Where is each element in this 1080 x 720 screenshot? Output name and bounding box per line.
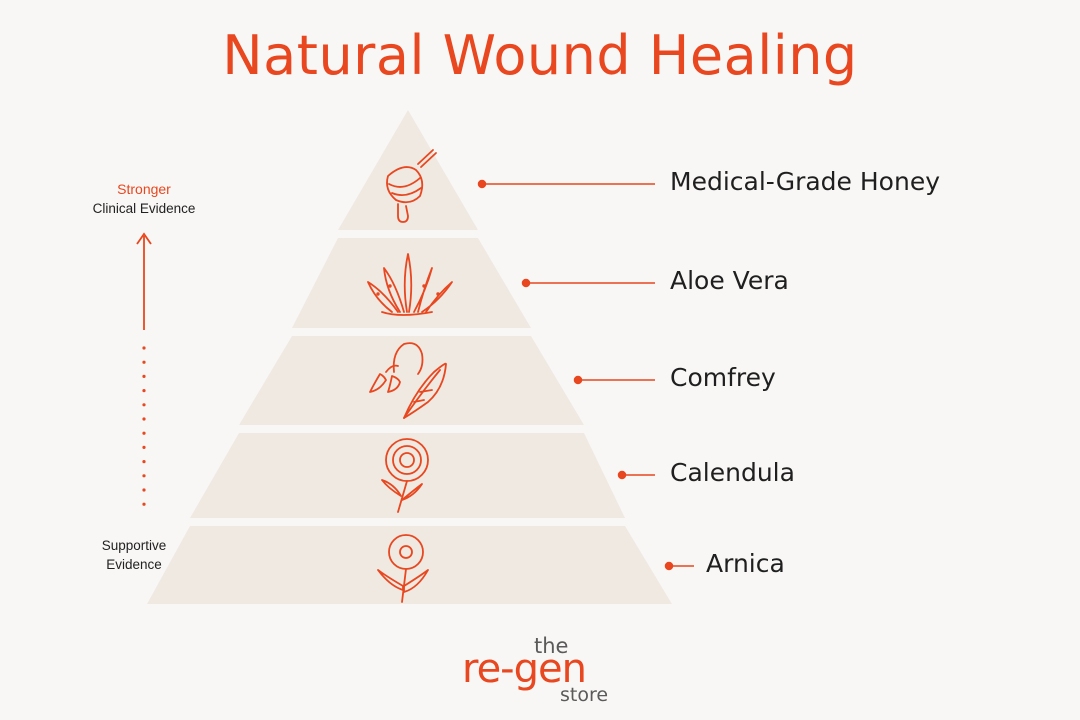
tier-label-5: Arnica bbox=[706, 549, 785, 578]
axis-label-stronger: Stronger Clinical Evidence bbox=[78, 180, 210, 218]
pyramid-tier-5 bbox=[147, 526, 672, 604]
evidence-dot bbox=[142, 474, 146, 478]
honey-dipper-icon bbox=[386, 149, 437, 223]
tier-label-2: Aloe Vera bbox=[670, 266, 789, 295]
page-title: Natural Wound Healing bbox=[222, 24, 858, 87]
evidence-dot bbox=[142, 488, 146, 492]
tier-label-1: Medical-Grade Honey bbox=[670, 167, 940, 196]
logo-store: store bbox=[560, 684, 609, 706]
comfrey-icon bbox=[369, 342, 447, 419]
evidence-dot bbox=[142, 502, 146, 506]
pyramid-tier-4 bbox=[190, 433, 625, 518]
axis-top-strong: Stronger bbox=[117, 181, 171, 197]
axis-top-sub: Clinical Evidence bbox=[92, 201, 196, 216]
evidence-dot bbox=[142, 460, 146, 464]
connector-2 bbox=[521, 278, 655, 288]
evidence-dot bbox=[142, 431, 146, 435]
pyramid-tier-1 bbox=[338, 110, 478, 230]
evidence-dot bbox=[142, 445, 146, 449]
evidence-arrow-head bbox=[136, 232, 152, 245]
connector-4 bbox=[617, 470, 655, 480]
evidence-dot bbox=[142, 403, 146, 407]
evidence-dotted-line bbox=[142, 346, 146, 506]
pyramid-tier-3 bbox=[239, 336, 584, 425]
arnica-icon bbox=[377, 534, 429, 603]
evidence-dot bbox=[142, 360, 146, 364]
axis-bottom-line1: Supportive bbox=[101, 538, 167, 553]
logo-the: the bbox=[534, 634, 569, 658]
evidence-dot bbox=[142, 417, 146, 421]
logo-regen: re-gen bbox=[462, 646, 587, 692]
evidence-axis bbox=[136, 232, 152, 330]
tier-label-3: Comfrey bbox=[670, 363, 776, 392]
brand-logo: the re-gen store bbox=[440, 634, 640, 710]
calendula-icon bbox=[381, 438, 429, 513]
evidence-dot bbox=[142, 374, 146, 378]
aloe-vera-icon bbox=[367, 253, 453, 316]
evidence-dot bbox=[142, 346, 146, 350]
evidence-dot bbox=[142, 389, 146, 393]
axis-label-supportive: Supportive Evidence bbox=[78, 536, 190, 574]
connector-1 bbox=[477, 179, 655, 189]
connector-5 bbox=[664, 561, 694, 571]
connector-3 bbox=[573, 375, 655, 385]
axis-bottom-line2: Evidence bbox=[106, 557, 162, 572]
tier-label-4: Calendula bbox=[670, 458, 795, 487]
